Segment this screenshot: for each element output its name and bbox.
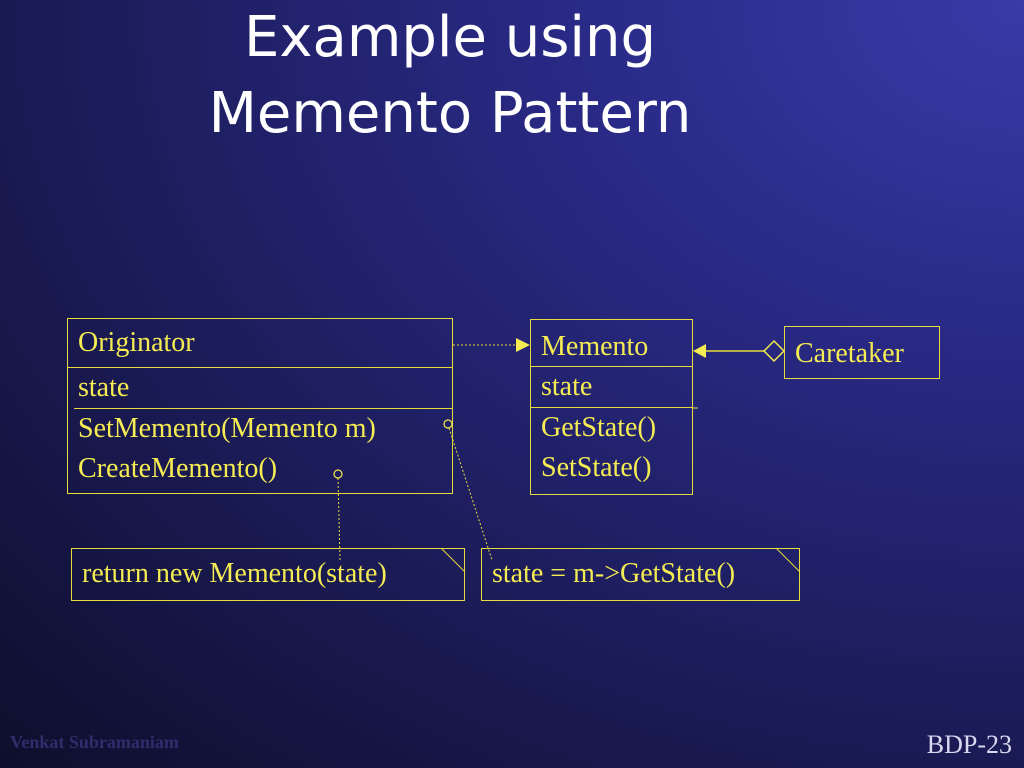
caretaker-class-box: Caretaker — [784, 326, 940, 379]
note-anchor-creatememento — [333, 469, 343, 479]
note-link-create — [337, 477, 341, 561]
slide-number: BDP-23 — [926, 730, 1012, 759]
note-anchor-setmemento — [443, 419, 453, 429]
title-line-1: Example using — [243, 5, 656, 70]
note-create-memento: return new Memento(state) — [71, 548, 465, 601]
note-link-set — [448, 427, 493, 561]
note-set-memento: state = m->GetState() — [481, 548, 800, 601]
memento-class-box: Memento state GetState() SetState() — [530, 319, 693, 495]
memento-operations: GetState() SetState() — [531, 408, 692, 488]
note-set-text: state = m->GetState() — [492, 558, 736, 589]
note-create-text: return new Memento(state) — [82, 558, 387, 589]
slide-title: Example using Memento Pattern — [150, 0, 750, 152]
footer-author: Venkat Subramaniam — [10, 732, 179, 752]
memento-class-name: Memento — [541, 331, 649, 362]
memento-divider-1 — [531, 366, 692, 367]
originator-attribute: state — [78, 372, 130, 403]
caretaker-class-name: Caretaker — [795, 338, 904, 369]
dependency-arrowhead — [516, 338, 530, 352]
note-set-fold — [775, 547, 801, 573]
memento-attribute: state — [541, 371, 593, 402]
originator-divider-1 — [68, 367, 452, 368]
originator-class-box: Originator state SetMemento(Memento m) C… — [67, 318, 453, 494]
originator-operation-creatememento: CreateMemento() — [78, 453, 278, 484]
memento-divider-2 — [531, 407, 692, 408]
originator-operations: SetMemento(Memento m) CreateMemento() — [68, 409, 452, 489]
note-create-fold — [440, 547, 466, 573]
originator-operation-setmemento: SetMemento(Memento m) — [78, 413, 376, 444]
originator-class-name: Originator — [78, 327, 195, 358]
memento-operation-setstate: SetState() — [541, 452, 652, 483]
originator-divider-2 — [74, 408, 452, 409]
aggregation-diamond — [762, 339, 786, 363]
title-line-2: Memento Pattern — [208, 81, 692, 146]
memento-operation-getstate: GetState() — [541, 412, 657, 443]
aggregation-arrowhead — [693, 344, 706, 358]
